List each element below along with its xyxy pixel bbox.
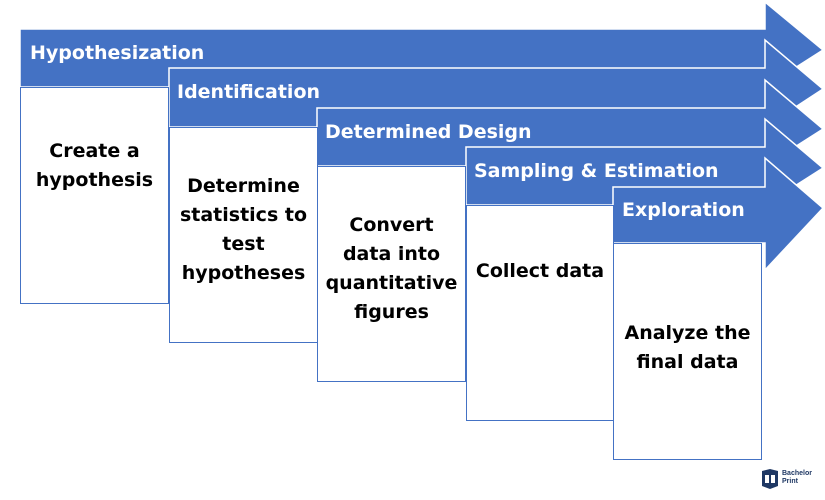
logo-line-2: Print — [782, 478, 798, 485]
logo-line-1: Bachelor — [782, 470, 812, 477]
stage-box-4: Collect data — [466, 205, 614, 421]
stage-title-identification: Identification — [177, 81, 321, 103]
logo-text: Bachelor Print — [782, 470, 812, 486]
stage-description-4: Collect data — [475, 259, 605, 282]
stage-title-exploration: Exploration — [622, 199, 745, 221]
stage-description-2: Determine statistics to test hypotheses — [179, 175, 308, 284]
stage-description-1: Create a hypothesis — [35, 139, 154, 191]
stage-description-3: Convert data into quantitative figures — [325, 214, 458, 323]
stage-box-5: Analyze the final data — [613, 243, 762, 460]
stage-box-1: Create a hypothesis — [20, 87, 169, 304]
stage-box-3: Convert data into quantitative figures — [317, 166, 466, 382]
stage-description-5: Analyze the final data — [624, 321, 751, 373]
stage-title-hypothesization: Hypothesization — [30, 42, 205, 64]
stage-title-sampling-estimation: Sampling & Estimation — [474, 160, 719, 182]
bachelorprint-logo: Bachelor Print — [761, 468, 821, 492]
stage-box-2: Determine statistics to test hypotheses — [169, 127, 318, 343]
stage-title-determined-design: Determined Design — [325, 121, 532, 143]
book-icon — [762, 469, 778, 489]
